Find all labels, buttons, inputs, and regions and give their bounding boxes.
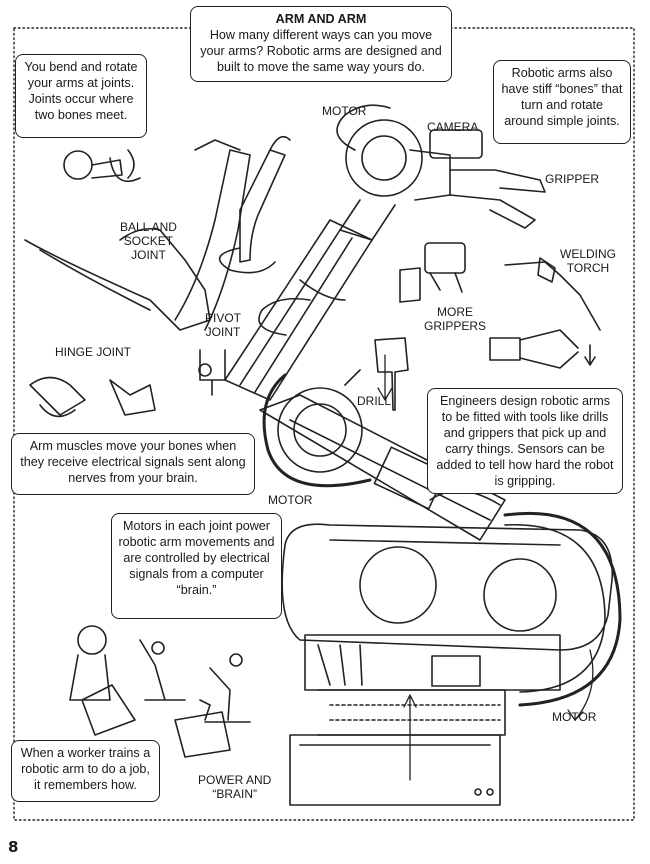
caption-worker-text: When a worker trains a robotic arm to do… — [20, 746, 151, 792]
caption-stiff-bones: Robotic arms also have stiff “bones” tha… — [493, 60, 631, 144]
human-arm-illustration — [24, 135, 291, 418]
label-ball-socket-joint: BALL AND SOCKET JOINT — [120, 220, 177, 262]
label-motor-top: MOTOR — [322, 104, 367, 118]
worker-illustration — [69, 625, 251, 758]
page-number: 8 — [8, 838, 19, 856]
label-motor-mid: MOTOR — [268, 493, 313, 507]
label-welding-torch: WELDING TORCH — [560, 247, 617, 275]
tools-illustration — [344, 242, 601, 411]
label-more-grippers: MORE GRIPPERS — [424, 305, 487, 333]
caption-bend-rotate-text: You bend and rotate your arms at joints.… — [24, 60, 138, 122]
label-gripper: GRIPPER — [545, 172, 600, 186]
page-title: ARM AND ARM — [275, 12, 367, 26]
caption-engineers-text: Engineers design robotic arms to be fitt… — [436, 394, 614, 488]
label-drill: DRILL — [357, 394, 392, 408]
label-hinge-joint: HINGE JOINT — [55, 345, 132, 359]
label-power-brain: POWER AND “BRAIN” — [198, 773, 272, 801]
label-pivot-joint: PIVOT JOINT — [205, 311, 242, 339]
caption-stiff-bones-text: Robotic arms also have stiff “bones” tha… — [501, 66, 623, 128]
caption-worker: When a worker trains a robotic arm to do… — [11, 740, 160, 802]
caption-motors-text: Motors in each joint power robotic arm m… — [118, 519, 275, 597]
label-camera: CAMERA — [427, 120, 479, 134]
caption-muscles-text: Arm muscles move your bones when they re… — [20, 439, 246, 485]
caption-bend-rotate: You bend and rotate your arms at joints.… — [15, 54, 147, 138]
intro-text: How many different ways can you move you… — [200, 28, 442, 74]
caption-muscles: Arm muscles move your bones when they re… — [11, 433, 255, 495]
label-motor-bottom: MOTOR — [552, 710, 597, 724]
title-box: ARM AND ARM How many different ways can … — [190, 6, 452, 82]
caption-motors: Motors in each joint power robotic arm m… — [111, 513, 282, 619]
caption-engineers: Engineers design robotic arms to be fitt… — [427, 388, 623, 494]
robot-arm-illustration — [224, 104, 622, 806]
